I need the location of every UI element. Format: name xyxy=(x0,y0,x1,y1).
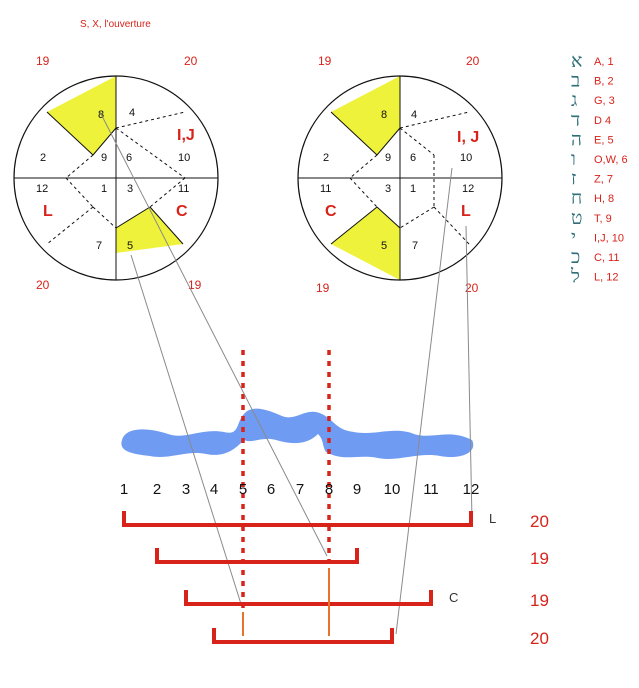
corner-label-bl: 19 xyxy=(316,281,330,295)
legend-glyph: ד xyxy=(571,109,580,131)
corner-label-br: 20 xyxy=(465,281,479,295)
legend-label: A, 1 xyxy=(594,56,614,68)
legend-label: H, 8 xyxy=(594,193,614,205)
scale-number: 11 xyxy=(423,481,439,498)
legend-glyph: ו xyxy=(571,148,576,170)
cell-e-inner: 6 xyxy=(126,152,132,164)
wheel-right: 8 4 2 9 6 10 11 3 1 12 5 7 I, J C L 19 2… xyxy=(297,54,503,295)
cell-n-inner: 4 xyxy=(411,109,417,121)
legend-label: D 4 xyxy=(594,115,611,127)
legend-label: Z, 7 xyxy=(594,174,613,186)
legend-label: I,J, 10 xyxy=(594,232,624,244)
cell-e-lower: 12 xyxy=(462,183,474,195)
corner-label-tl: 19 xyxy=(318,54,332,68)
scale-number: 12 xyxy=(463,481,480,498)
cell-s-outer: 5 xyxy=(127,240,133,252)
cell-w-inner: 9 xyxy=(385,152,391,164)
scale-number: 10 xyxy=(384,481,401,498)
diagram-title: S, X, l'ouverture xyxy=(80,19,151,30)
cell-e-outer: 10 xyxy=(178,152,190,164)
cell-n-outer: 8 xyxy=(381,109,387,121)
cell-s-inner: 7 xyxy=(412,240,418,252)
cell-e-lower: 11 xyxy=(178,183,189,195)
legend-glyph: א xyxy=(571,50,582,72)
bracket-value: 19 xyxy=(530,591,549,610)
wheel-right-yellow-top xyxy=(331,76,400,155)
scale-number: 5 xyxy=(239,481,247,498)
bracket xyxy=(122,511,473,527)
legend-glyph: ט xyxy=(571,207,582,229)
cell-wc-lower: 3 xyxy=(385,183,391,195)
cell-wc-lower: 1 xyxy=(101,183,107,195)
legend-glyph: י xyxy=(571,226,576,248)
cell-s-inner: 7 xyxy=(96,240,102,252)
bracket-letter: L xyxy=(489,511,496,526)
legend-label: C, 11 xyxy=(594,252,619,264)
scale-number: 3 xyxy=(182,481,190,498)
corner-label-tr: 20 xyxy=(466,54,480,68)
bracket-value: 20 xyxy=(530,512,549,531)
bracket-value: 19 xyxy=(530,549,549,568)
scale-number: 2 xyxy=(153,481,161,498)
cell-ec-lower: 1 xyxy=(410,183,416,195)
corner-label-bl: 20 xyxy=(36,278,50,292)
cell-w-outer: 2 xyxy=(40,152,46,164)
bracket-value: 20 xyxy=(530,629,549,648)
letter-upper-right: I,J xyxy=(177,127,195,144)
letter-right: L xyxy=(461,203,471,220)
wheel-left: 8 4 2 9 6 10 12 1 3 11 7 5 I,J L C 19 20… xyxy=(13,54,219,292)
cell-s-outer: 5 xyxy=(381,240,387,252)
legend-label: O,W, 6 xyxy=(594,154,628,166)
water-wave xyxy=(121,408,474,459)
letter-left: L xyxy=(43,203,53,220)
wheel-left-yellow-top xyxy=(47,76,116,155)
corner-label-br: 19 xyxy=(188,278,202,292)
legend-glyph: ג xyxy=(571,89,577,111)
legend-glyph: ה xyxy=(571,128,582,150)
bracket xyxy=(212,628,394,644)
cell-w-outer: 2 xyxy=(323,152,329,164)
letter-right: C xyxy=(176,203,188,220)
legend-label: T, 9 xyxy=(594,213,612,225)
legend-glyph: ב xyxy=(571,70,580,92)
legend-glyph: ח xyxy=(571,187,582,209)
letter-left: C xyxy=(325,203,337,220)
hebrew-legend: א A, 1 ב B, 2 ג G, 3 ד D 4 ה E, 5 ו O,W, 6 ז Z, 7 ח H, … xyxy=(570,50,628,288)
corner-label-tl: 19 xyxy=(36,54,50,68)
bracket-letter: C xyxy=(449,590,458,605)
bracket xyxy=(184,590,433,606)
scale-number: 6 xyxy=(267,481,275,498)
cell-e-outer: 10 xyxy=(460,152,472,164)
legend-label: L, 12 xyxy=(594,272,618,284)
legend-label: E, 5 xyxy=(594,134,614,146)
cell-ec-lower: 3 xyxy=(127,183,133,195)
cell-w-inner: 9 xyxy=(101,152,107,164)
scale-number: 9 xyxy=(353,481,361,498)
cell-w-lower: 11 xyxy=(320,183,331,195)
scale-number: 8 xyxy=(325,481,333,498)
scale-number: 1 xyxy=(120,481,128,498)
cell-n-inner: 4 xyxy=(129,107,135,119)
cell-w-lower: 12 xyxy=(36,183,48,195)
legend-glyph: ל xyxy=(570,266,580,288)
corner-label-tr: 20 xyxy=(184,54,198,68)
letter-upper-right: I, J xyxy=(457,129,479,146)
legend-glyph: כ xyxy=(571,246,580,268)
cell-e-inner: 6 xyxy=(410,152,416,164)
wheel-right-yellow-bottom xyxy=(331,207,400,280)
scale-number: 7 xyxy=(296,481,304,498)
scale-number: 4 xyxy=(210,481,218,498)
connector-lines xyxy=(99,111,473,635)
legend-glyph: ז xyxy=(571,168,576,190)
legend-label: B, 2 xyxy=(594,76,614,88)
legend-label: G, 3 xyxy=(594,95,615,107)
bracket xyxy=(155,548,359,564)
